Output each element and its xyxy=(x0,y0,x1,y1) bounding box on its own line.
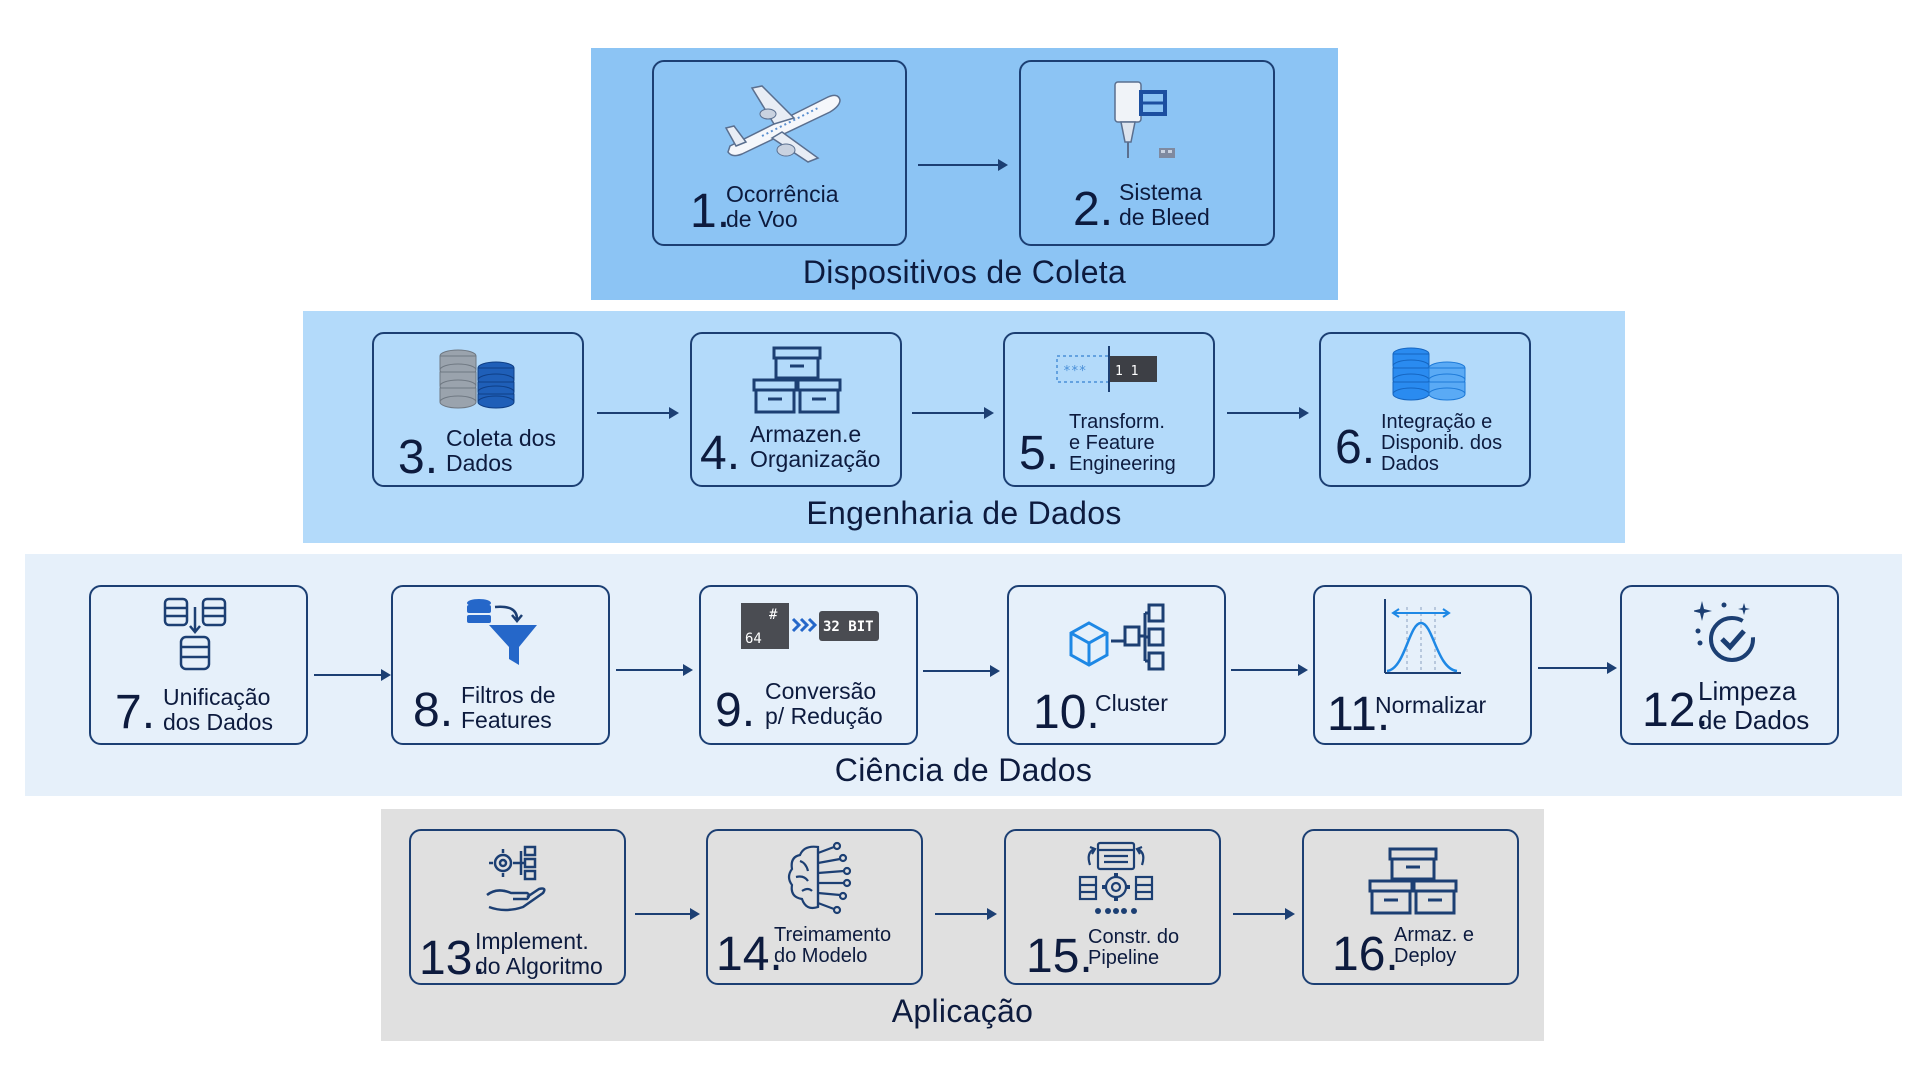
card-treinamento-modelo[interactable]: 14. Treimamento do Modelo xyxy=(706,829,923,985)
step-label: Constr. do Pipeline xyxy=(1088,926,1180,970)
step-number: 15. xyxy=(1026,930,1093,983)
card-normalizar[interactable]: 11. Normalizar xyxy=(1313,585,1532,745)
section-title: Dispositivos de Coleta xyxy=(802,254,1127,290)
data-merge-icon xyxy=(163,597,227,671)
section-title: Aplicação xyxy=(891,993,1034,1029)
section-ciencia-dados: 7. Unificação dos Dados 8. Filtros de Fe… xyxy=(25,554,1902,796)
database-stack-icon xyxy=(439,349,515,409)
step-number: 12. xyxy=(1642,684,1709,737)
step-number: 16. xyxy=(1332,928,1399,981)
bit-64-label: 64 xyxy=(745,631,762,647)
card-unificacao-dados[interactable]: 7. Unificação dos Dados xyxy=(89,585,308,745)
step-label: Armazen.e Organização xyxy=(750,421,881,473)
database-integration-icon xyxy=(1392,347,1466,401)
flow-arrow xyxy=(1227,407,1309,419)
step-label: Integração e Disponib. dos Dados xyxy=(1381,411,1503,476)
flow-arrow xyxy=(1231,664,1308,676)
deploy-boxes-icon xyxy=(1368,847,1458,915)
card-sistema-bleed[interactable]: 2. Sistema de Bleed xyxy=(1019,60,1275,246)
airplane-icon xyxy=(724,85,841,163)
bit-conversion-icon: # 64 32 BIT xyxy=(741,603,879,649)
step-number: 14. xyxy=(716,928,783,981)
storage-boxes-icon xyxy=(752,346,842,414)
step-number: 11. xyxy=(1327,688,1391,741)
flow-arrow xyxy=(616,664,693,676)
section-title: Engenharia de Dados xyxy=(806,495,1122,531)
flow-arrow xyxy=(314,669,391,681)
section-aplicacao: 13. Implement. do Algoritmo 14. Treimame… xyxy=(381,809,1544,1041)
step-label: Implement. do Algoritmo xyxy=(475,928,603,980)
step-number: 10. xyxy=(1033,686,1100,739)
step-number: 4. xyxy=(700,427,741,480)
step-number: 8. xyxy=(413,684,454,737)
step-number: 7. xyxy=(115,686,156,739)
step-label: Armaz. e Deploy xyxy=(1394,924,1475,968)
hash-glyph: # xyxy=(769,607,778,623)
section-engenharia-dados: 3. Coleta dos Dados 4. Armazen.e Organiz… xyxy=(303,311,1625,543)
brain-network-icon xyxy=(787,841,852,915)
step-number: 1. xyxy=(690,185,731,238)
step-number: 2. xyxy=(1073,183,1114,236)
database-filter-icon xyxy=(467,599,537,665)
step-label: Limpeza de Dados xyxy=(1698,676,1810,735)
step-label: Normalizar xyxy=(1375,692,1487,718)
bit-32-label: 32 BIT xyxy=(823,619,874,635)
flow-arrow xyxy=(1538,662,1617,674)
flow-arrow xyxy=(923,665,1000,677)
step-number: 5. xyxy=(1019,427,1060,480)
card-cluster[interactable]: 10. Cluster xyxy=(1007,585,1226,745)
card-coleta-dados[interactable]: 3. Coleta dos Dados xyxy=(372,332,584,487)
step-number: 3. xyxy=(398,431,439,484)
algorithm-hand-icon xyxy=(486,845,546,912)
flow-arrow xyxy=(635,908,700,920)
normal-distribution-icon xyxy=(1384,599,1461,674)
step-number: 13. xyxy=(419,932,486,985)
section-title: Ciência de Dados xyxy=(834,752,1093,788)
cluster-icon xyxy=(1069,603,1165,671)
flow-arrow xyxy=(912,407,994,419)
step-number: 9. xyxy=(715,684,756,737)
card-constr-pipeline[interactable]: 15. Constr. do Pipeline xyxy=(1004,829,1221,985)
step-label: Filtros de Features xyxy=(461,682,556,734)
step-label: Treimamento do Modelo xyxy=(774,924,892,968)
step-label: Ocorrência de Voo xyxy=(726,181,839,233)
flow-arrow xyxy=(935,908,997,920)
section-dispositivos-coleta: 1. Ocorrência de Voo 2. Sistema de Bleed… xyxy=(591,48,1338,300)
bleed-valve-icon xyxy=(1114,81,1175,158)
sparkle-check-icon xyxy=(1694,601,1755,662)
flow-arrow xyxy=(1233,908,1295,920)
step-label: Coleta dos Dados xyxy=(446,425,556,477)
step-label: Sistema de Bleed xyxy=(1119,179,1210,231)
step-label: Transform. e Feature Engineering xyxy=(1069,411,1176,476)
svg-text:1 1: 1 1 xyxy=(1115,364,1138,379)
card-integracao-dados[interactable]: 6. Integração e Disponib. dos Dados xyxy=(1319,332,1531,487)
card-conversao-reducao[interactable]: # 64 32 BIT 9. Conversão p/ Redução xyxy=(699,585,918,745)
card-armaz-deploy[interactable]: 16. Armaz. e Deploy xyxy=(1302,829,1519,985)
card-limpeza-dados[interactable]: 12. Limpeza de Dados xyxy=(1620,585,1839,745)
step-label: Unificação dos Dados xyxy=(163,684,273,736)
step-label: Conversão p/ Redução xyxy=(765,678,883,730)
flow-arrow xyxy=(597,407,679,419)
card-transform-feature[interactable]: *** 1 1 5. Transform. e Feature Engineer… xyxy=(1003,332,1215,487)
card-ocorrencia-voo[interactable]: 1. Ocorrência de Voo xyxy=(652,60,907,246)
binary-transform-icon: *** 1 1 xyxy=(1056,346,1157,392)
pipeline-gear-icon xyxy=(1078,841,1154,914)
card-armazen-organizacao[interactable]: 4. Armazen.e Organização xyxy=(690,332,902,487)
card-filtros-features[interactable]: 8. Filtros de Features xyxy=(391,585,610,745)
flow-arrow xyxy=(918,159,1008,171)
svg-text:***: *** xyxy=(1063,364,1086,379)
card-implement-algoritmo[interactable]: 13. Implement. do Algoritmo xyxy=(409,829,626,985)
step-number: 6. xyxy=(1335,421,1376,474)
step-label: Cluster xyxy=(1095,690,1168,716)
